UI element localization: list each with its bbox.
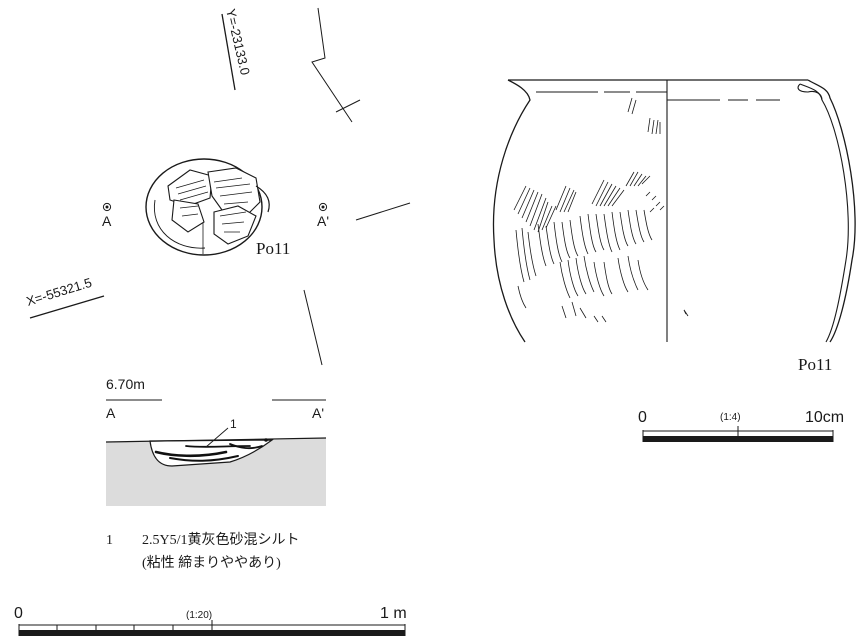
point-a-marker [102,202,112,212]
vessel-rim-lip [797,83,823,101]
vessel-small-mark [683,309,689,317]
plan-scale-end: 1 m [380,605,407,622]
section-left-label: A [106,405,116,421]
point-a-label: A [102,213,112,229]
vessel-left-profile [492,79,531,343]
pottery-fragments [167,167,261,245]
plan-scale-ticks [18,620,406,636]
grid-y-line [221,13,236,91]
legend-layer-number: 1 [106,533,113,548]
point-a-prime-label: A' [317,213,329,229]
vessel-scale-end: 10cm [805,409,844,426]
section-sherd-dot [264,438,268,442]
section-sherds [154,443,263,462]
point-a-dot [105,205,109,209]
plan-scale-bar-fill [19,630,405,636]
legend-layer-description: 2.5Y5/1黄灰色砂混シルト [142,531,300,548]
vessel-drawing: Po11 [492,79,856,374]
plan-guide-tick [335,99,361,113]
pit-outline [145,158,263,256]
vessel-right-profile-inner [799,83,849,343]
grid-x-label: X=-55321.5 [24,275,93,309]
plan-section-line-right [355,202,411,221]
section-view: 6.70m A A' 1 [105,376,327,506]
section-right-label: A' [312,405,324,421]
layer-legend: 1 2.5Y5/1黄灰色砂混シルト (粘性 締まりややあり) [106,531,300,571]
vessel-label: Po11 [798,355,832,374]
feature-label: Po11 [256,239,290,258]
fragment-rim-line [255,185,270,213]
section-elevation-label: 6.70m [106,376,145,392]
grid-x-line [29,295,105,319]
vessel-right-profile-outer [807,79,856,343]
layer-leader-line [205,427,229,448]
vessel-surface-marks [513,97,665,323]
layer-marker: 1 [230,417,237,431]
vessel-scale-bar: 0 (1:4) 10cm [638,409,844,442]
point-a-prime-marker [318,202,328,212]
fragment-hatching [175,177,253,233]
section-ground-surface [105,437,327,443]
vessel-scale-ticks [642,426,834,442]
plan-view: Y=-23133.0 X=-55321.5 A A' [24,7,411,366]
legend-layer-properties: (粘性 締まりややあり) [142,554,281,571]
vessel-scale-bar-fill [643,436,833,442]
plan-scale-start: 0 [14,605,23,622]
grid-y-label: Y=-23133.0 [223,7,253,76]
vessel-scale-start: 0 [638,409,647,426]
plan-scale-bar: 0 (1:20) 1 m [14,605,407,636]
plan-guide-line [311,7,353,123]
plan-section-line-lower [303,289,323,366]
plan-scale-ratio: (1:20) [186,610,212,621]
pit-inner-edge [153,199,206,249]
point-a-prime-dot [321,205,325,209]
vessel-scale-ratio: (1:4) [720,412,741,423]
